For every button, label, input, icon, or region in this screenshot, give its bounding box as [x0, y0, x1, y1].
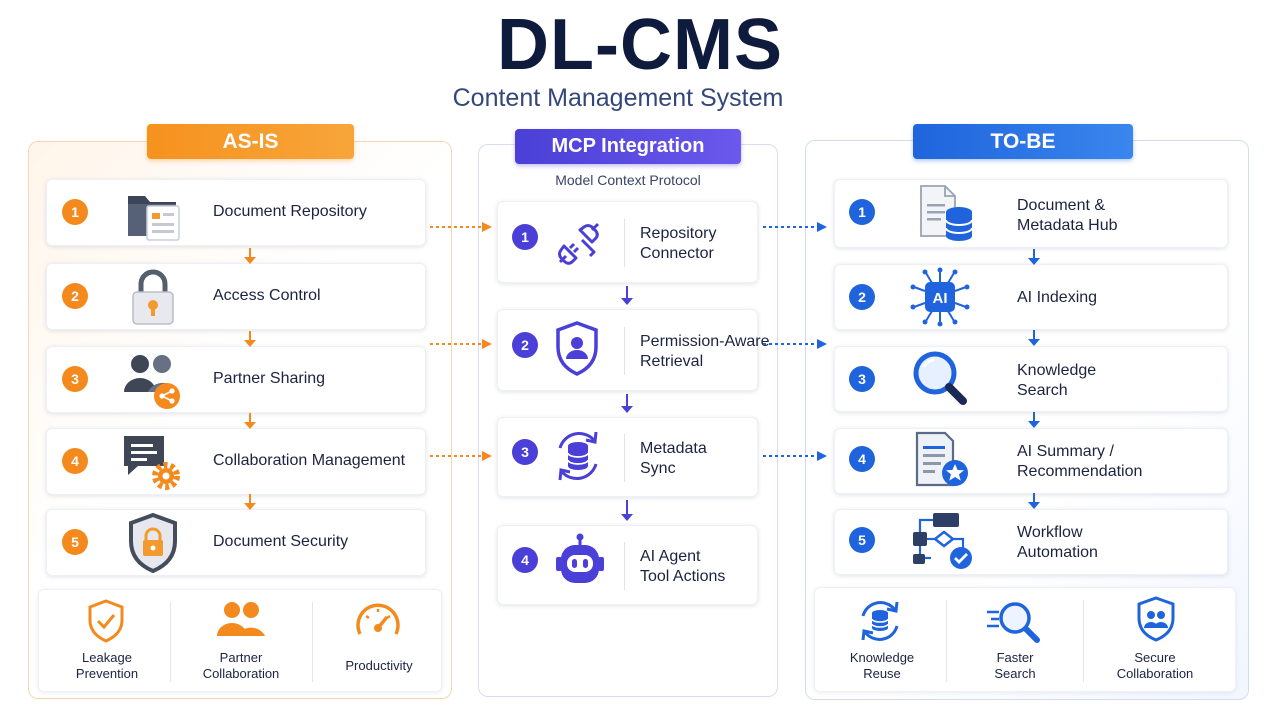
database-sync-icon [558, 431, 598, 481]
mcp-subtitle: Model Context Protocol [555, 172, 701, 188]
step-number: 1 [62, 199, 88, 225]
step-number: 4 [849, 446, 875, 472]
down-arrow [244, 494, 256, 510]
ai-chip-icon: AI [910, 267, 970, 327]
connector-arrow [430, 339, 492, 349]
down-arrow [244, 413, 256, 429]
asis-header: AS-IS [147, 124, 354, 159]
asis-label: Document Repository [213, 203, 367, 220]
shield-people-icon [1137, 596, 1175, 642]
tobe-label: Document &Metadata Hub [1017, 197, 1118, 234]
step-number: 3 [849, 366, 875, 392]
down-arrow [1028, 330, 1040, 346]
benefit-label: Productivity [345, 658, 413, 673]
connector-arrow [763, 451, 827, 461]
asis-label: Collaboration Management [213, 452, 406, 469]
doc-database-icon [920, 185, 973, 241]
folder-icon [128, 196, 180, 241]
fast-search-icon [987, 602, 1040, 643]
step-number: 4 [512, 547, 538, 573]
padlock-icon [132, 269, 174, 325]
step-number: 3 [62, 366, 88, 392]
database-cycle-icon [861, 601, 899, 641]
tobe-label: AI Summary /Recommendation [1017, 443, 1143, 480]
mcp-header: MCP Integration [515, 129, 741, 164]
asis-card-3: 3 Partner Sharing [46, 346, 426, 413]
asis-label: Partner Sharing [213, 370, 326, 387]
connector-arrow [430, 222, 492, 232]
tobe-card-1: 1 Document &Metadata Hub [834, 179, 1228, 248]
tobe-label: AI Indexing [1017, 289, 1098, 306]
asis-card-1: 1 Document Repository [46, 179, 426, 246]
connector-arrow [763, 222, 827, 232]
step-number: 2 [849, 284, 875, 310]
asis-label: Access Control [213, 287, 321, 304]
connector-arrow [763, 339, 827, 349]
down-arrow [244, 248, 256, 264]
tobe-header: TO-BE [913, 124, 1133, 159]
down-arrow [1028, 412, 1040, 428]
asis-label: Document Security [213, 533, 349, 550]
people-icon [217, 602, 265, 636]
chat-gear-icon [124, 436, 180, 490]
step-number: 1 [849, 199, 875, 225]
magnifier-icon [913, 351, 967, 405]
tobe-card-2: 2 AI AI Indexing [834, 264, 1228, 330]
page-title: DL-CMS [497, 5, 783, 85]
asis-card-2: 2 Access Control [46, 263, 426, 330]
doc-star-icon [915, 431, 968, 487]
down-arrow [621, 394, 633, 413]
users-share-icon [124, 355, 180, 409]
shield-check-icon [88, 599, 124, 643]
down-arrow [621, 286, 633, 305]
asis-card-4: 4 Collaboration Management [46, 428, 426, 495]
step-number: 1 [512, 224, 538, 250]
down-arrow [621, 500, 633, 521]
connector-arrow [430, 451, 492, 461]
shield-user-icon [556, 321, 598, 376]
svg-text:AI: AI [933, 290, 948, 307]
workflow-icon [913, 513, 972, 569]
down-arrow [1028, 249, 1040, 265]
step-number: 3 [512, 439, 538, 465]
step-number: 4 [62, 448, 88, 474]
step-number: 2 [62, 283, 88, 309]
plug-icon [558, 222, 600, 265]
step-number: 5 [849, 527, 875, 553]
tobe-card-4: 4 AI Summary /Recommendation [834, 428, 1228, 494]
down-arrow [1028, 493, 1040, 509]
step-number: 5 [62, 529, 88, 555]
gauge-icon [356, 603, 400, 635]
page-subtitle: Content Management System [452, 84, 784, 112]
down-arrow [244, 331, 256, 347]
asis-card-5: 5 Document Security [46, 509, 426, 576]
step-number: 2 [512, 332, 538, 358]
shield-lock-icon [129, 513, 177, 573]
robot-icon [556, 533, 604, 583]
